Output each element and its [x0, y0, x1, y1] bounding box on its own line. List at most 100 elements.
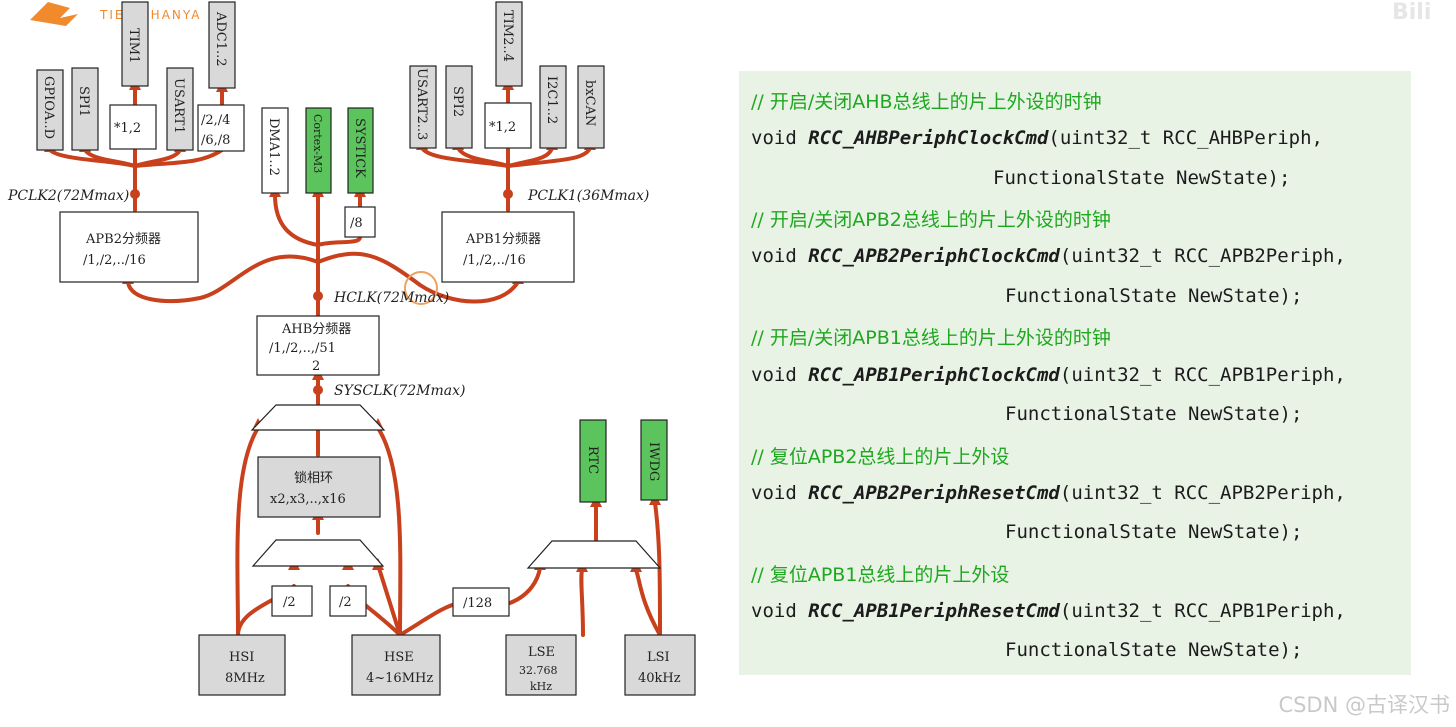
iwdg-label: IWDG	[646, 442, 661, 481]
corner-logo: Bili	[1392, 0, 1432, 25]
hse-div2-label: /2	[339, 595, 352, 610]
logo-icon	[30, 2, 78, 26]
bxcan-label: bxCAN	[582, 80, 597, 126]
lse-name: LSE	[528, 645, 555, 660]
fn-apb1-clock-cmd: RCC_APB1PeriphClockCmd	[808, 364, 1060, 386]
i2c-box	[539, 65, 567, 149]
code-line-ahb-clock-1: void RCC_AHBPeriphClockCmd(uint32_t RCC_…	[751, 127, 1323, 149]
hse-name: HSE	[384, 650, 414, 665]
usart1-label: USART1	[171, 78, 186, 134]
pll-range: x2,x3,..,x16	[270, 492, 346, 507]
lsi-box	[624, 634, 696, 696]
tim24-label: TIM2..4	[500, 10, 515, 62]
hclk-label: HCLK(72Mmax)	[333, 290, 449, 306]
usart23-box	[409, 65, 437, 149]
code-panel: // 开启/关闭AHB总线上的片上外设的时钟 void RCC_AHBPerip…	[739, 71, 1411, 675]
spi1-label: SPI1	[76, 86, 91, 117]
systick-box	[347, 107, 374, 194]
apb2-mult-label: *1,2	[114, 121, 141, 136]
apb1-peripherals: USART2..3 SPI2 TIM2..4 I2C1..2 bxCAN *1,…	[409, 1, 605, 149]
i2c-label: I2C1..2	[544, 76, 559, 124]
dma-box	[261, 107, 289, 194]
cortex-box	[305, 107, 332, 194]
clock-wires	[48, 86, 662, 637]
code-line-apb1-clock-1: void RCC_APB1PeriphClockCmd(uint32_t RCC…	[751, 364, 1346, 386]
tim24-box	[495, 1, 523, 87]
fn-apb2-clock-cmd: RCC_APB2PeriphClockCmd	[808, 245, 1060, 267]
systick-label: SYSTICK	[352, 118, 367, 178]
lse-freq-unit: kHz	[530, 680, 552, 693]
usart1-box	[166, 67, 194, 151]
usart23-label: USART2..3	[414, 68, 429, 140]
comment-apb1-clock: // 开启/关闭APB1总线上的片上外设的时钟	[751, 327, 1111, 349]
ahb-prescaler-title: AHB分频器	[281, 322, 351, 337]
pll-box	[257, 456, 381, 518]
spi2-label: SPI2	[450, 86, 465, 117]
div128-label: /128	[463, 596, 492, 611]
comment-apb2-clock: // 开启/关闭APB2总线上的片上外设的时钟	[751, 209, 1111, 231]
iwdg-box	[640, 419, 668, 501]
apb2-prescaler-title: APB2分频器	[85, 232, 161, 247]
dma-label: DMA1..2	[266, 118, 281, 176]
spi2-box	[445, 65, 473, 149]
systick-div-label: /8	[350, 216, 363, 231]
apb2-prescaler-range: /1,/2,../16	[83, 253, 146, 268]
hsi-box	[198, 634, 286, 696]
ahb-prescaler-range: /1,/2,..,/51	[269, 341, 336, 356]
lsi-freq: 40kHz	[638, 671, 681, 686]
code-line-apb1-clock-2: FunctionalState NewState);	[1005, 403, 1303, 425]
code-line-apb2-clock-2: FunctionalState NewState);	[1005, 285, 1303, 307]
adc-label: ADC1..2	[213, 11, 228, 67]
watermark: CSDN @古译汉书	[1278, 693, 1450, 717]
apb1-prescaler-title: APB1分频器	[465, 232, 541, 247]
hclk-node	[313, 291, 323, 301]
apb2-peripherals: GPIOA..D SPI1 TIM1 USART1 ADC1..2 *1,2 /…	[36, 1, 245, 152]
gpio-box	[36, 69, 64, 151]
systick-div-box	[344, 206, 376, 238]
apb1-prescaler-box	[441, 211, 575, 283]
hsi-freq: 8MHz	[225, 671, 265, 686]
lse-freq-value: 32.768	[519, 664, 558, 677]
div128-box	[452, 587, 510, 617]
code-line-apb2-clock-1: void RCC_APB2PeriphClockCmd(uint32_t RCC…	[751, 245, 1346, 267]
hse-div2-box	[329, 585, 367, 617]
spi1-box	[71, 67, 99, 151]
pll-title: 锁相环	[294, 470, 333, 486]
hse-freq: 4~16MHz	[366, 671, 433, 686]
adc-div-label-1: /2,/4	[201, 113, 230, 128]
adc-div-box	[197, 104, 245, 152]
pclk2-node	[130, 189, 140, 199]
fn-apb1-reset-cmd: RCC_APB1PeriphResetCmd	[808, 600, 1060, 622]
logo-text: TIE USHANYA	[99, 8, 201, 22]
sysclk-label: SYSCLK(72Mmax)	[334, 383, 465, 399]
hsi-name: HSI	[229, 650, 254, 665]
ahb-peripherals: DMA1..2 Cortex-M3 SYSTICK /8	[261, 107, 376, 238]
comment-ahb-clock: // 开启/关闭AHB总线上的片上外设的时钟	[751, 91, 1102, 113]
sysclk-node	[313, 385, 323, 395]
code-line-ahb-clock-2: FunctionalState NewState);	[993, 167, 1291, 189]
ahb-prescaler-range-wrap: 2	[312, 359, 320, 374]
code-line-apb1-reset-1: void RCC_APB1PeriphResetCmd(uint32_t RCC…	[751, 600, 1346, 622]
cortex-label: Cortex-M3	[311, 114, 324, 173]
hsi-div2-label: /2	[283, 595, 296, 610]
rtc-box	[579, 419, 607, 503]
clock-tree-diagram: TIE USHANYA	[7, 1, 696, 696]
gpio-label: GPIOA..D	[41, 76, 56, 139]
hsi-div2-box	[271, 585, 313, 617]
cursor-highlight-icon	[404, 271, 438, 305]
sysclk-mux	[250, 404, 386, 431]
apb1-prescaler-range: /1,/2,../16	[463, 253, 526, 268]
fn-apb2-reset-cmd: RCC_APB2PeriphResetCmd	[808, 482, 1060, 504]
rtc-label: RTC	[585, 446, 600, 474]
comment-apb1-reset: // 复位APB1总线上的片上外设	[751, 564, 1010, 586]
code-line-apb1-reset-2: FunctionalState NewState);	[1005, 639, 1303, 661]
adc-box	[208, 1, 236, 89]
tim1-box	[121, 1, 149, 87]
apb2-mult-box	[109, 104, 157, 150]
pclk1-label: PCLK1(36Mmax)	[527, 188, 649, 204]
lse-box	[505, 634, 577, 696]
apb2-prescaler-box	[59, 211, 199, 283]
ahb-prescaler-box	[256, 315, 380, 376]
tim1-label: TIM1	[126, 28, 141, 63]
bxcan-box	[577, 65, 605, 149]
